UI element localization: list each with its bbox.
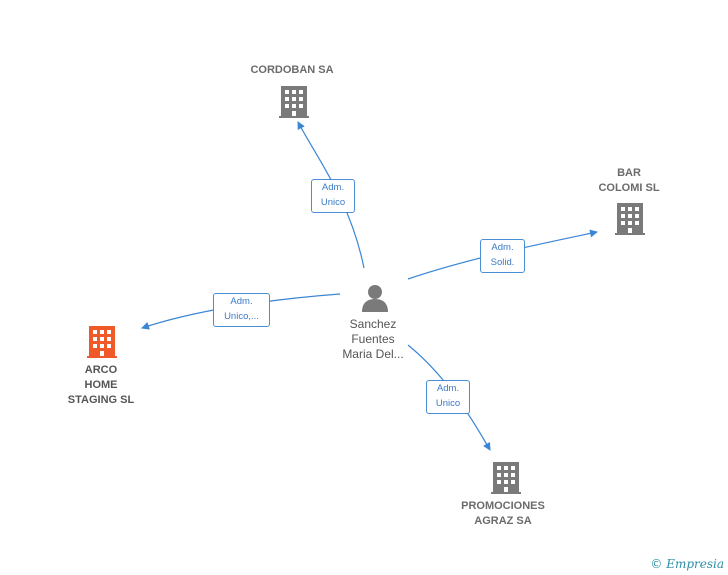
brand-logo: Empresia [666,557,724,571]
person-label[interactable]: Sanchez Fuentes Maria Del... [342,317,404,361]
edge-label-arco: Adm. Unico,... [213,293,270,327]
building-icon[interactable] [87,326,117,358]
company-label-promociones[interactable]: PROMOCIONES AGRAZ SA [461,500,545,527]
company-label-arco[interactable]: ARCO HOME STAGING SL [67,364,135,406]
building-icon[interactable] [491,462,521,494]
building-icon[interactable] [615,203,645,235]
person-icon[interactable] [362,285,388,312]
copyright-symbol: © [650,557,663,571]
company-label-cordoban[interactable]: CORDOBAN SA [250,64,334,76]
edge-label-bar-colomi: Adm. Solid. [480,239,525,273]
building-icon[interactable] [279,86,309,118]
company-label-bar-colomi[interactable]: BAR COLOMI SL [598,167,660,194]
footer-brand[interactable]: © Empresia [650,557,724,571]
edge-label-promociones: Adm. Unico [426,380,470,414]
edge-label-cordoban: Adm. Unico [311,179,355,213]
